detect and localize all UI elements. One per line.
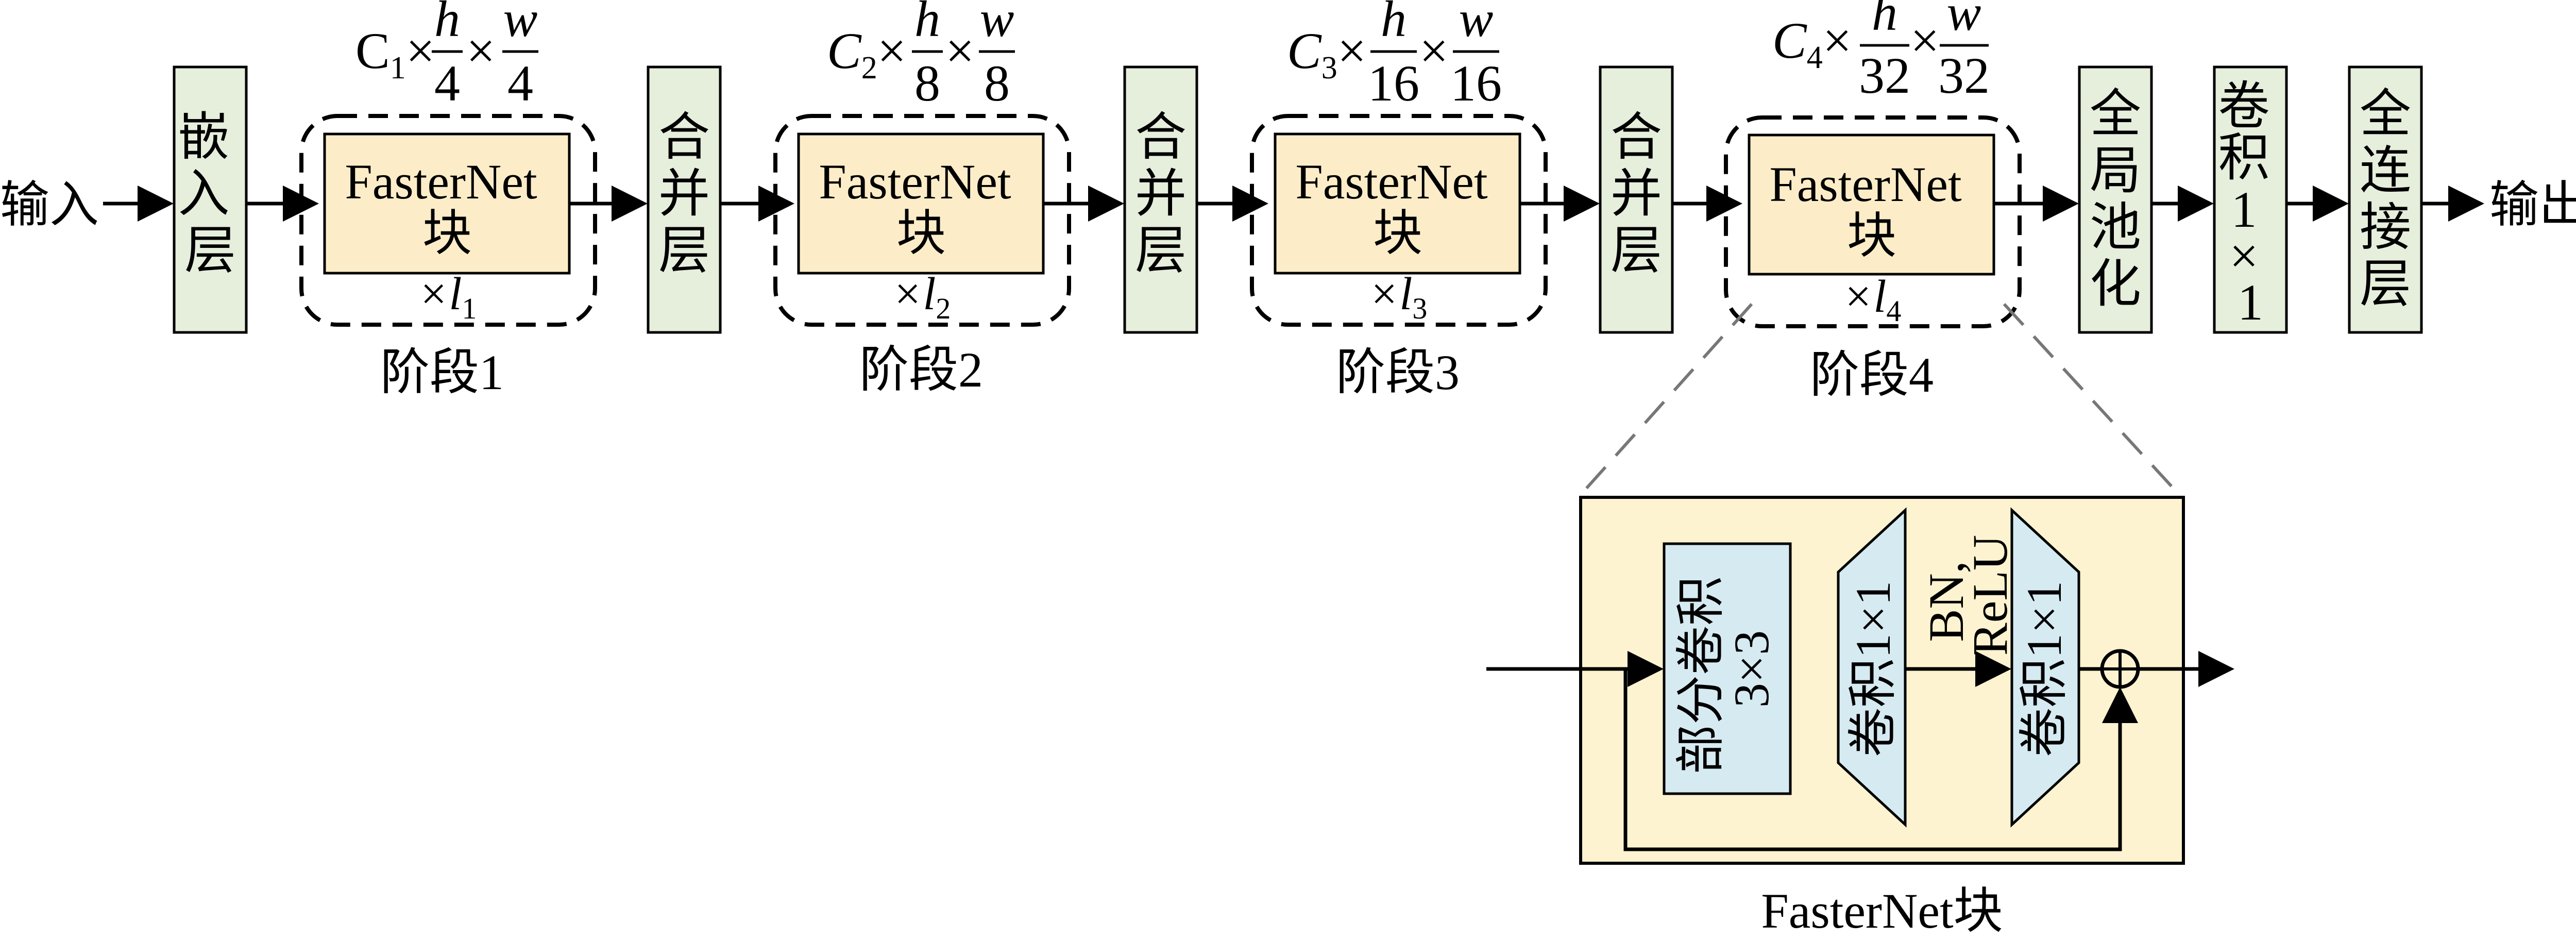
detail-caption: FasterNet块 <box>1761 883 2003 938</box>
fc-layer-box <box>2348 65 2423 334</box>
stage-1-times2: × <box>466 22 495 79</box>
conv1-trapezoid <box>1837 507 1907 828</box>
stage-2-w-den: 8 <box>984 55 1010 112</box>
stage-3-dashed-frame <box>1250 114 1548 327</box>
stage-2-dims: C2× <box>827 22 906 86</box>
merge-layer-2-label: 合并层 <box>1135 109 1187 279</box>
conv-1x1-box <box>2213 65 2288 334</box>
stage-2-h: h <box>914 0 940 47</box>
stage-1-w-den: 4 <box>507 55 533 112</box>
merge-layer-3-box <box>1599 65 1674 334</box>
embed-layer-box <box>173 65 248 334</box>
merge-layer-1-box <box>647 65 722 334</box>
stage-4-block-label: FasterNet 块 <box>1769 157 1974 263</box>
stage-4-repeat: ×l4 <box>1842 271 1902 328</box>
conv-1x1-label: 卷 积 1 × 1 <box>2218 78 2283 331</box>
stage-4-w: w <box>1947 0 1981 41</box>
stage-4-w-den: 32 <box>1938 47 1990 104</box>
stage-1: C1× h 4 × w 4 FasterNet 块 ×l1 阶段1 <box>299 0 597 400</box>
stage-2-block <box>797 132 1045 275</box>
stage-1-block-label: FasterNet 块 <box>345 154 549 261</box>
embed-char-1: 嵌 <box>178 109 230 166</box>
stage-4: C4× h 32 × w 32 FasterNet 块 ×l4 阶段4 <box>1724 0 2022 403</box>
residual-path <box>1623 669 2138 851</box>
stage-4-h-den: 32 <box>1859 47 1910 104</box>
stage-3-times2: × <box>1419 22 1448 79</box>
stage-1-h: h <box>434 0 460 47</box>
stage-2-repeat: ×l2 <box>892 269 951 325</box>
embed-char-3: 层 <box>184 222 236 279</box>
bn-relu-label: BN, ReLU <box>1919 535 2018 656</box>
pconv-label: 部分卷积 3×3 <box>1673 564 1779 774</box>
merge-layer-1-label: 合并层 <box>658 109 710 279</box>
stage-2-block-label: FasterNet 块 <box>819 154 1023 261</box>
merge-layer-3-label: 合并层 <box>1611 109 1662 279</box>
stage-4-dashed-frame <box>1724 115 2022 328</box>
main-flow: 输入 嵌 入 层 C1× h 4 × w 4 FasterNet 块 <box>0 0 2576 403</box>
stage-1-dims: C1× <box>355 22 435 86</box>
stage-1-w: w <box>503 0 538 47</box>
pconv-box <box>1663 542 1792 795</box>
stage-4-times2: × <box>1910 12 1939 69</box>
stage-2-name: 阶段2 <box>859 342 983 397</box>
stage-3-w-den: 16 <box>1450 55 1502 112</box>
output-label: 输出 <box>2489 177 2576 232</box>
fc-layer-label: 全连接层 <box>2360 86 2411 313</box>
stage-3: C3× h 16 × w 16 FasterNet 块 ×l3 阶段3 <box>1250 0 1548 400</box>
global-pool-label: 全局池化 <box>2090 86 2141 313</box>
conv2-trapezoid <box>2010 507 2080 828</box>
embed-char-2: 入 <box>178 165 230 223</box>
stage-3-name: 阶段3 <box>1336 345 1460 400</box>
fasternet-block-detail: 部分卷积 3×3 卷积1×1 BN, ReLU 卷积1×1 FasterNet块 <box>1486 496 2234 938</box>
stage-2-dashed-frame <box>773 114 1071 327</box>
stage-1-repeat: ×l1 <box>418 269 477 325</box>
stage-4-name: 阶段4 <box>1810 347 1934 403</box>
stage-3-h-den: 16 <box>1368 55 1419 112</box>
conv2-label: 卷积1×1 <box>2016 581 2072 757</box>
stage-3-block-label: FasterNet 块 <box>1295 154 1500 261</box>
stage-3-w: w <box>1459 0 1494 47</box>
input-label: 输入 <box>0 177 99 232</box>
global-pool-box <box>2078 65 2153 334</box>
stage-1-dashed-frame <box>299 114 597 327</box>
stage-3-h: h <box>1381 0 1406 47</box>
stage-1-name: 阶段1 <box>380 345 504 400</box>
stage-4-dims: C4× <box>1772 12 1852 75</box>
merge-layer-2-box <box>1123 65 1198 334</box>
stage-3-repeat: ×l3 <box>1368 269 1428 325</box>
conv1-label: 卷积1×1 <box>1845 581 1901 757</box>
stage-1-block <box>323 132 571 275</box>
stage-3-dims: C3× <box>1287 22 1366 86</box>
stage-2: C2× h 8 × w 8 FasterNet 块 ×l2 阶段2 <box>773 0 1071 397</box>
stage-4-h: h <box>1872 0 1897 41</box>
stage-3-block <box>1274 132 1521 275</box>
stage-1-h-den: 4 <box>434 55 460 112</box>
stage-2-times2: × <box>945 22 974 79</box>
embed-layer-label: 嵌 入 层 <box>178 109 243 279</box>
stage-2-h-den: 8 <box>914 55 940 112</box>
stage-4-block <box>1748 133 1995 276</box>
stage-2-w: w <box>980 0 1014 47</box>
